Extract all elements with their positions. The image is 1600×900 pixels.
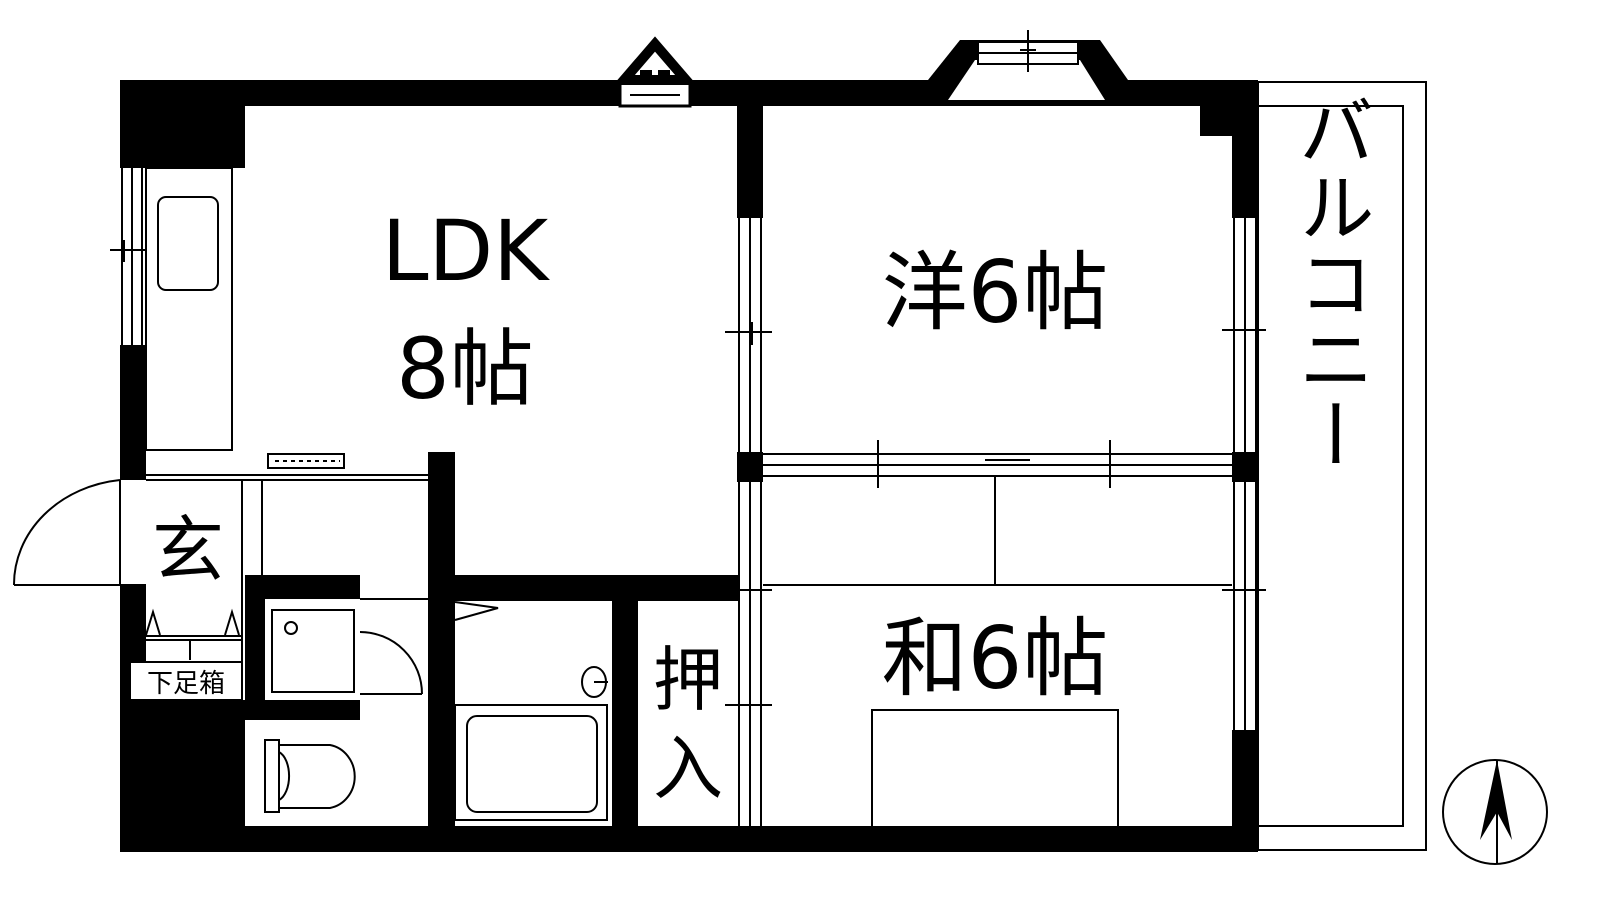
washroom bbox=[271, 598, 428, 695]
closet-label-line1: 押 bbox=[653, 639, 723, 721]
closet-label-line2: 入 bbox=[653, 728, 723, 810]
shoe-box bbox=[129, 608, 243, 701]
exterior-walls bbox=[120, 80, 1258, 852]
ldk-size-label: 8帖 bbox=[396, 320, 533, 418]
entrance-door bbox=[12, 479, 146, 586]
bathroom bbox=[454, 601, 608, 821]
ldk-name-label: LDK bbox=[382, 202, 550, 300]
ldk-western-sliding-door bbox=[725, 218, 772, 452]
japanese-room-label: 和6帖 bbox=[882, 609, 1109, 709]
bay-window-left bbox=[613, 36, 697, 108]
tatami-lines bbox=[763, 476, 1232, 826]
left-window bbox=[110, 168, 145, 345]
kitchen-counter bbox=[145, 167, 233, 451]
compass-north-arrow-icon bbox=[1442, 759, 1548, 865]
ldk-japanese-sliding-door bbox=[725, 482, 772, 826]
balcony bbox=[1257, 81, 1427, 851]
right-windows bbox=[1222, 218, 1266, 730]
shoe-box-label: 下足箱 bbox=[147, 669, 225, 699]
western-japanese-sliding-door bbox=[763, 440, 1232, 488]
entrance-label: 玄 bbox=[152, 508, 224, 592]
interior-walls bbox=[245, 80, 1258, 852]
toilet bbox=[264, 739, 356, 813]
balcony-label: バルコニー bbox=[1286, 92, 1375, 472]
western-room-label: 洋6帖 bbox=[882, 243, 1109, 343]
bay-window-right bbox=[928, 30, 1128, 106]
